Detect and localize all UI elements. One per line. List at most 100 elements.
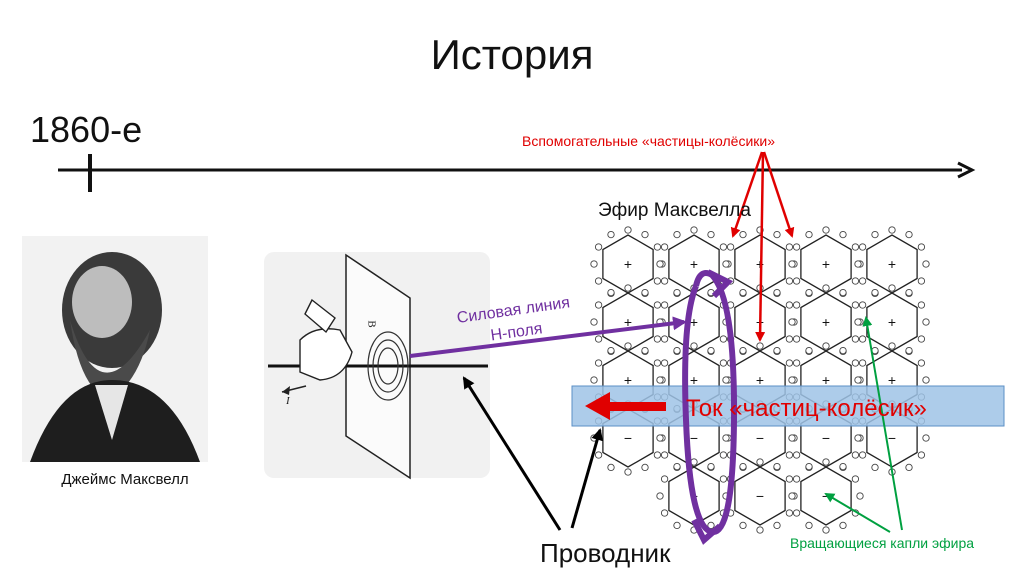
wheel-particle xyxy=(922,318,930,326)
cell-sign: + xyxy=(756,372,764,388)
wheel-particle xyxy=(590,318,598,326)
wheel-particle xyxy=(792,301,801,309)
wheel-particle xyxy=(594,277,603,285)
wheel-particle xyxy=(739,521,747,530)
aux-particles-label: Вспомогательные «частицы-колёсики» xyxy=(522,133,776,149)
wheel-particle xyxy=(594,451,603,459)
wheel-particle xyxy=(707,462,715,471)
wheel-particle xyxy=(594,335,603,343)
wheel-particle xyxy=(922,260,930,268)
wheel-particle xyxy=(888,284,896,292)
letter-i: I xyxy=(286,395,290,407)
wheel-particle xyxy=(660,301,669,309)
wheel-particle xyxy=(905,288,913,297)
wheel-particle xyxy=(785,277,794,285)
letter-b: B xyxy=(365,320,378,328)
wheel-particle xyxy=(756,526,764,534)
wheel-particle xyxy=(785,509,794,517)
wheel-particle xyxy=(673,462,681,471)
cell-sign: + xyxy=(822,314,830,330)
cell-sign: + xyxy=(888,314,896,330)
wheel-particle xyxy=(656,376,664,384)
wheel-particle xyxy=(660,475,669,483)
wheel-particle xyxy=(673,288,681,297)
wheel-particle xyxy=(917,301,926,309)
cell-sign: − xyxy=(822,430,830,446)
wheel-particle xyxy=(722,260,730,268)
right-hand-rule-figure xyxy=(264,252,490,480)
wheel-particle xyxy=(660,277,669,285)
wheel-particle xyxy=(792,509,801,517)
wheel-particle xyxy=(785,301,794,309)
wheel-particle xyxy=(641,346,649,355)
wheel-particle xyxy=(871,463,879,472)
wheel-particle xyxy=(656,260,664,268)
rotating-drops-label: Вращающиеся капли эфира xyxy=(790,535,975,551)
current-label: Ток «частиц-колёсик» xyxy=(686,395,927,422)
wheel-particle xyxy=(888,342,896,350)
wheel-particle xyxy=(624,284,632,292)
cell-sign: + xyxy=(888,256,896,272)
wheel-particle xyxy=(854,434,862,442)
wheel-particle xyxy=(673,521,681,530)
wheel-particle xyxy=(917,335,926,343)
wheel-particle xyxy=(905,230,913,239)
wheel-particle xyxy=(788,260,796,268)
wheel-particle xyxy=(690,342,698,350)
wheel-particle xyxy=(805,288,813,297)
wheel-particle xyxy=(607,346,615,355)
wheel-particle xyxy=(917,359,926,367)
wheel-particle xyxy=(660,335,669,343)
wheel-particle xyxy=(785,243,794,251)
wheel-particle xyxy=(805,462,813,471)
cell-sign: + xyxy=(822,372,830,388)
wheel-particle xyxy=(792,475,801,483)
wheel-particle xyxy=(773,521,781,530)
current-arrow xyxy=(585,392,666,420)
wheel-particle xyxy=(653,335,662,343)
wheel-particle xyxy=(739,346,747,355)
wheel-particle xyxy=(773,230,781,239)
wheel-particle xyxy=(594,243,603,251)
wheel-particle xyxy=(653,359,662,367)
wheel-particle xyxy=(656,434,664,442)
wheel-particle xyxy=(905,463,913,472)
wheel-particle xyxy=(851,451,860,459)
wheel-particle xyxy=(788,376,796,384)
wheel-particle xyxy=(917,277,926,285)
wheel-particle xyxy=(773,462,781,471)
wheel-particle xyxy=(773,288,781,297)
wheel-particle xyxy=(739,462,747,471)
wheel-particle xyxy=(839,230,847,239)
wheel-particle xyxy=(653,243,662,251)
ether-cell xyxy=(734,466,786,526)
wheel-particle xyxy=(788,434,796,442)
cell-sign: + xyxy=(888,372,896,388)
wheel-particle xyxy=(590,260,598,268)
wheel-particle xyxy=(839,288,847,297)
wheel-particle xyxy=(722,434,730,442)
wheel-particle xyxy=(871,230,879,239)
wheel-particle xyxy=(785,451,794,459)
wheel-particle xyxy=(719,335,728,343)
cell-sign: − xyxy=(756,430,764,446)
wheel-particle xyxy=(785,359,794,367)
wheel-particle xyxy=(785,475,794,483)
wheel-particle xyxy=(805,230,813,239)
wheel-particle xyxy=(607,288,615,297)
wheel-particle xyxy=(888,226,896,234)
wheel-particle xyxy=(756,342,764,350)
cell-sign: + xyxy=(624,256,632,272)
wheel-particle xyxy=(805,346,813,355)
wheel-particle xyxy=(856,492,864,500)
wheel-particle xyxy=(739,230,747,239)
wheel-particle xyxy=(851,335,860,343)
conductor-label: Проводник xyxy=(540,538,671,568)
portrait-caption: Джеймс Максвелл xyxy=(61,471,189,488)
wheel-particle xyxy=(839,346,847,355)
wheel-particle xyxy=(594,301,603,309)
wheel-particle xyxy=(673,346,681,355)
decade-label: 1860-е xyxy=(30,109,143,150)
wheel-particle xyxy=(660,243,669,251)
